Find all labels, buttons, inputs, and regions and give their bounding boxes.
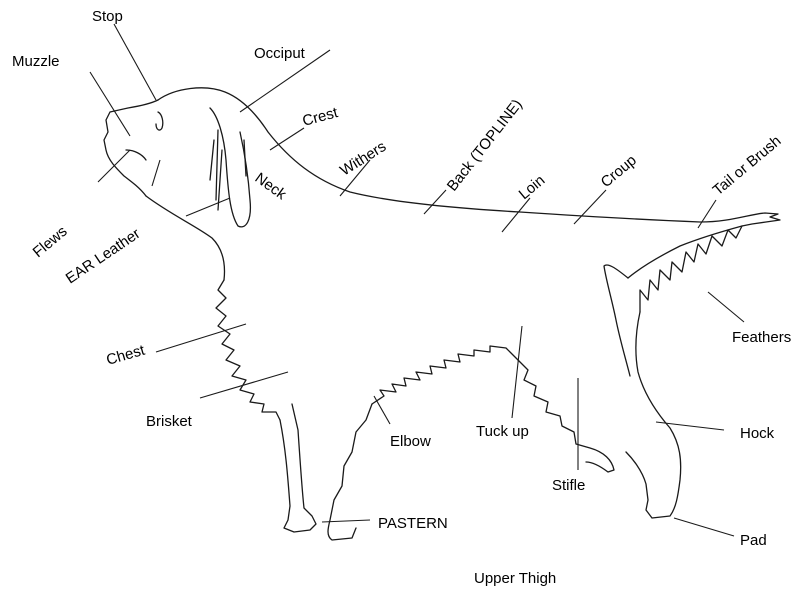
chest-feathering — [216, 280, 280, 420]
rear-front-leg — [328, 404, 372, 540]
ear-outline — [210, 108, 250, 227]
leader-muzzle-1 — [90, 72, 130, 136]
tail-feathering — [640, 226, 742, 312]
leader-pad — [674, 518, 734, 536]
leader-elbow — [374, 396, 390, 424]
label-tuckup: Tuck up — [476, 423, 529, 440]
label-withers: Withers — [337, 138, 389, 179]
belly-feathering — [372, 346, 518, 404]
leader-tail — [698, 200, 716, 228]
leader-chest — [156, 324, 246, 352]
muzzle-outline — [104, 100, 158, 196]
eye-mark — [156, 112, 163, 130]
leader-muzzle-3 — [152, 160, 160, 186]
leader-back — [424, 190, 446, 214]
label-stop: Stop — [92, 8, 123, 25]
label-tail: Tail or Brush — [710, 132, 785, 199]
label-hock: Hock — [740, 425, 775, 442]
part-labels: Stop Muzzle Occiput Crest Withers Back (… — [12, 8, 791, 587]
label-neck: Neck — [252, 169, 290, 203]
label-croup: Croup — [598, 152, 640, 191]
label-back: Back (TOPLINE) — [444, 96, 526, 194]
leader-hock — [656, 422, 724, 430]
rear-leg — [518, 360, 614, 472]
label-pastern: PASTERN — [378, 515, 448, 532]
front-leg — [280, 404, 316, 532]
label-flews: Flews — [30, 223, 71, 261]
label-pad: Pad — [740, 532, 767, 549]
leader-feathers — [708, 292, 744, 322]
label-loin: Loin — [516, 172, 549, 203]
leader-brisket — [200, 372, 288, 398]
leader-neck — [186, 198, 230, 216]
label-upper-thigh: Upper Thigh — [474, 570, 556, 587]
label-feathers: Feathers — [732, 329, 791, 346]
leader-lines — [90, 24, 744, 536]
ear-hair-strokes — [210, 130, 246, 210]
label-brisket: Brisket — [146, 413, 193, 430]
label-chest: Chest — [104, 341, 147, 368]
leader-stop — [114, 24, 156, 100]
label-ear: EAR Leather — [63, 225, 144, 287]
label-elbow: Elbow — [390, 433, 431, 450]
hind-leg-back-edge — [604, 265, 630, 376]
label-crest: Crest — [301, 104, 341, 130]
leader-crest — [270, 128, 304, 150]
hind-leg-back — [626, 312, 681, 518]
label-occiput: Occiput — [254, 45, 306, 62]
leader-tuckup — [512, 326, 522, 418]
leader-croup — [574, 190, 606, 224]
dog-silhouette — [104, 88, 780, 540]
neck-front — [146, 196, 225, 280]
label-stifle: Stifle — [552, 477, 585, 494]
label-muzzle: Muzzle — [12, 53, 60, 70]
tail-underside — [628, 226, 742, 278]
